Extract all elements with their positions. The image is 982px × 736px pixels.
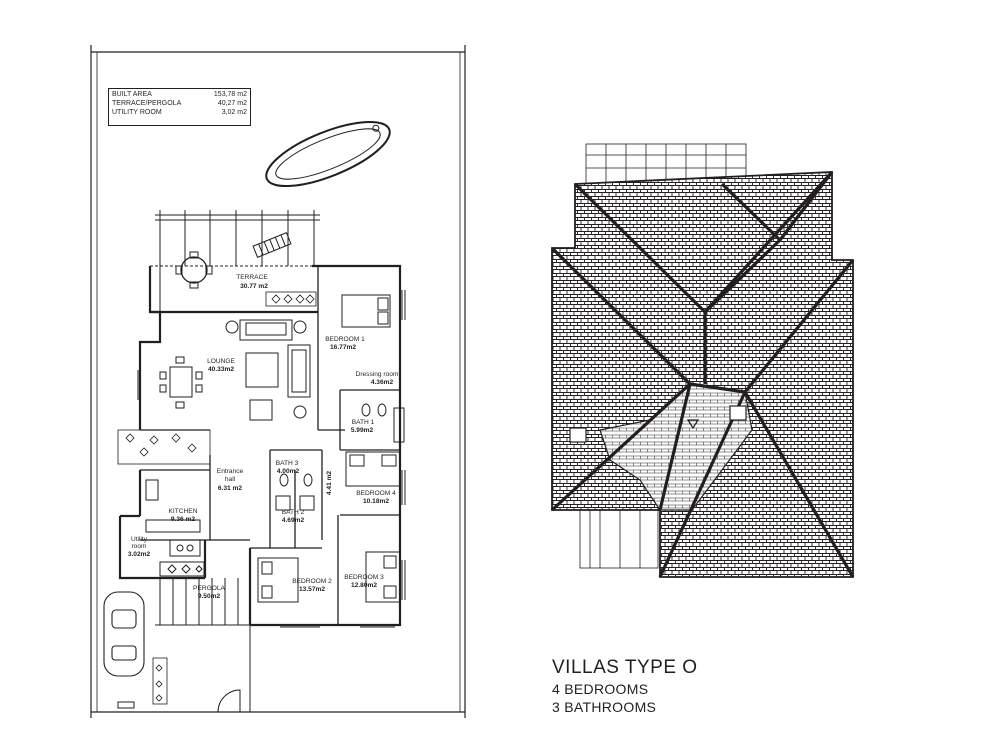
bedroom3-area: 12.80m2 xyxy=(351,582,377,589)
terrace-label: TERRACE xyxy=(236,274,268,281)
entrance-label-1: Entrance xyxy=(217,468,244,475)
area-value: 40,27 m2 xyxy=(217,100,247,108)
bath2-area: 4.69m2 xyxy=(282,517,305,524)
kitchen-label: KITCHEN xyxy=(169,508,198,515)
bedroom4-area: 10.18m2 xyxy=(363,498,389,505)
bedroom1-label: BEDROOM 1 xyxy=(325,336,365,343)
swimming-pool xyxy=(265,120,391,188)
bath-fixtures xyxy=(275,403,405,511)
bath3-label: BATH 3 xyxy=(276,460,299,467)
entrance-pergola xyxy=(155,561,250,626)
terrace-planter xyxy=(265,291,317,307)
bedroom4-label: BEDROOM 4 xyxy=(356,490,396,497)
bedroom1-area: 16.77m2 xyxy=(330,344,356,351)
entrance-label-2: hall xyxy=(225,476,236,483)
kitchen-fixtures xyxy=(145,479,201,557)
roof-vents xyxy=(569,405,747,443)
pergola-label: PERGOLA xyxy=(193,585,225,592)
kitchen-area: 9.36 m2 xyxy=(171,516,196,523)
bedroom3-label: BEDROOM 3 xyxy=(344,574,384,581)
site-plan xyxy=(90,45,466,718)
pergola-area: 9.50m2 xyxy=(198,593,221,600)
area-label: TERRACE/PERGOLA xyxy=(112,100,182,108)
roof-ridges xyxy=(550,170,855,578)
window-marks xyxy=(137,290,406,628)
utility-label-2: room xyxy=(131,543,147,550)
terrace-table xyxy=(175,251,213,289)
area-value: 3,02 m2 xyxy=(221,109,247,117)
sun-lounger xyxy=(252,232,292,258)
internal-walls xyxy=(140,266,400,625)
terrace-area: 30.77 m2 xyxy=(240,283,268,290)
utility-label-1: Utility xyxy=(131,536,148,543)
patio-planter xyxy=(117,429,211,465)
bedrooms-count: 4 BEDROOMS xyxy=(552,681,649,697)
area-label: UTILITY ROOM xyxy=(112,109,162,117)
bath3-area: 4.00m2 xyxy=(277,468,300,475)
corridor-area: 4.41 m2 xyxy=(326,471,333,496)
roof-plan xyxy=(550,143,855,578)
bedroom-beds xyxy=(257,294,401,603)
roof-tiles xyxy=(551,171,854,578)
roof-pergola-lower xyxy=(579,507,659,569)
lounge-furniture xyxy=(159,319,311,421)
lounge-area: 40.33m2 xyxy=(208,366,234,373)
utility-area: 3.02m2 xyxy=(128,551,151,558)
bath1-area: 5.99m2 xyxy=(351,427,374,434)
area-value: 153,78 m2 xyxy=(213,91,247,98)
bath2-label: BATH 2 xyxy=(282,509,305,516)
parked-car xyxy=(103,591,145,677)
plot-boundary xyxy=(90,45,466,718)
bedroom2-area: 13.57m2 xyxy=(299,586,325,593)
area-row: TERRACE/PERGOLA 40,27 m2 xyxy=(112,99,247,108)
area-label: BUILT AREA xyxy=(112,91,152,98)
area-row: BUILT AREA 153,78 m2 xyxy=(112,90,247,99)
area-row: UTILITY ROOM 3,02 m2 xyxy=(112,108,247,117)
bathrooms-count: 3 BATHROOMS xyxy=(552,699,657,715)
bath1-label: BATH 1 xyxy=(352,419,375,426)
lounge-label: LOUNGE xyxy=(207,358,235,365)
entrance-area: 6.31 m2 xyxy=(218,485,243,492)
villa-type-title: VILLAS TYPE O xyxy=(552,657,698,678)
dressing-area: 4.36m2 xyxy=(371,379,394,386)
room-labels: TERRACE 30.77 m2 LOUNGE 40.33m2 BEDROOM … xyxy=(128,274,399,600)
terrace-pergola-beams xyxy=(150,210,320,312)
gate-planter xyxy=(152,657,168,705)
bedroom2-label: BEDROOM 2 xyxy=(292,578,332,585)
house-walls xyxy=(118,264,402,627)
title-block: VILLAS TYPE O 4 BEDROOMS 3 BATHROOMS xyxy=(552,657,698,715)
dressing-label: Dressing room xyxy=(356,371,399,378)
area-summary-table: BUILT AREA 153,78 m2 TERRACE/PERGOLA 40,… xyxy=(108,88,251,126)
entrance-gate xyxy=(117,625,251,713)
